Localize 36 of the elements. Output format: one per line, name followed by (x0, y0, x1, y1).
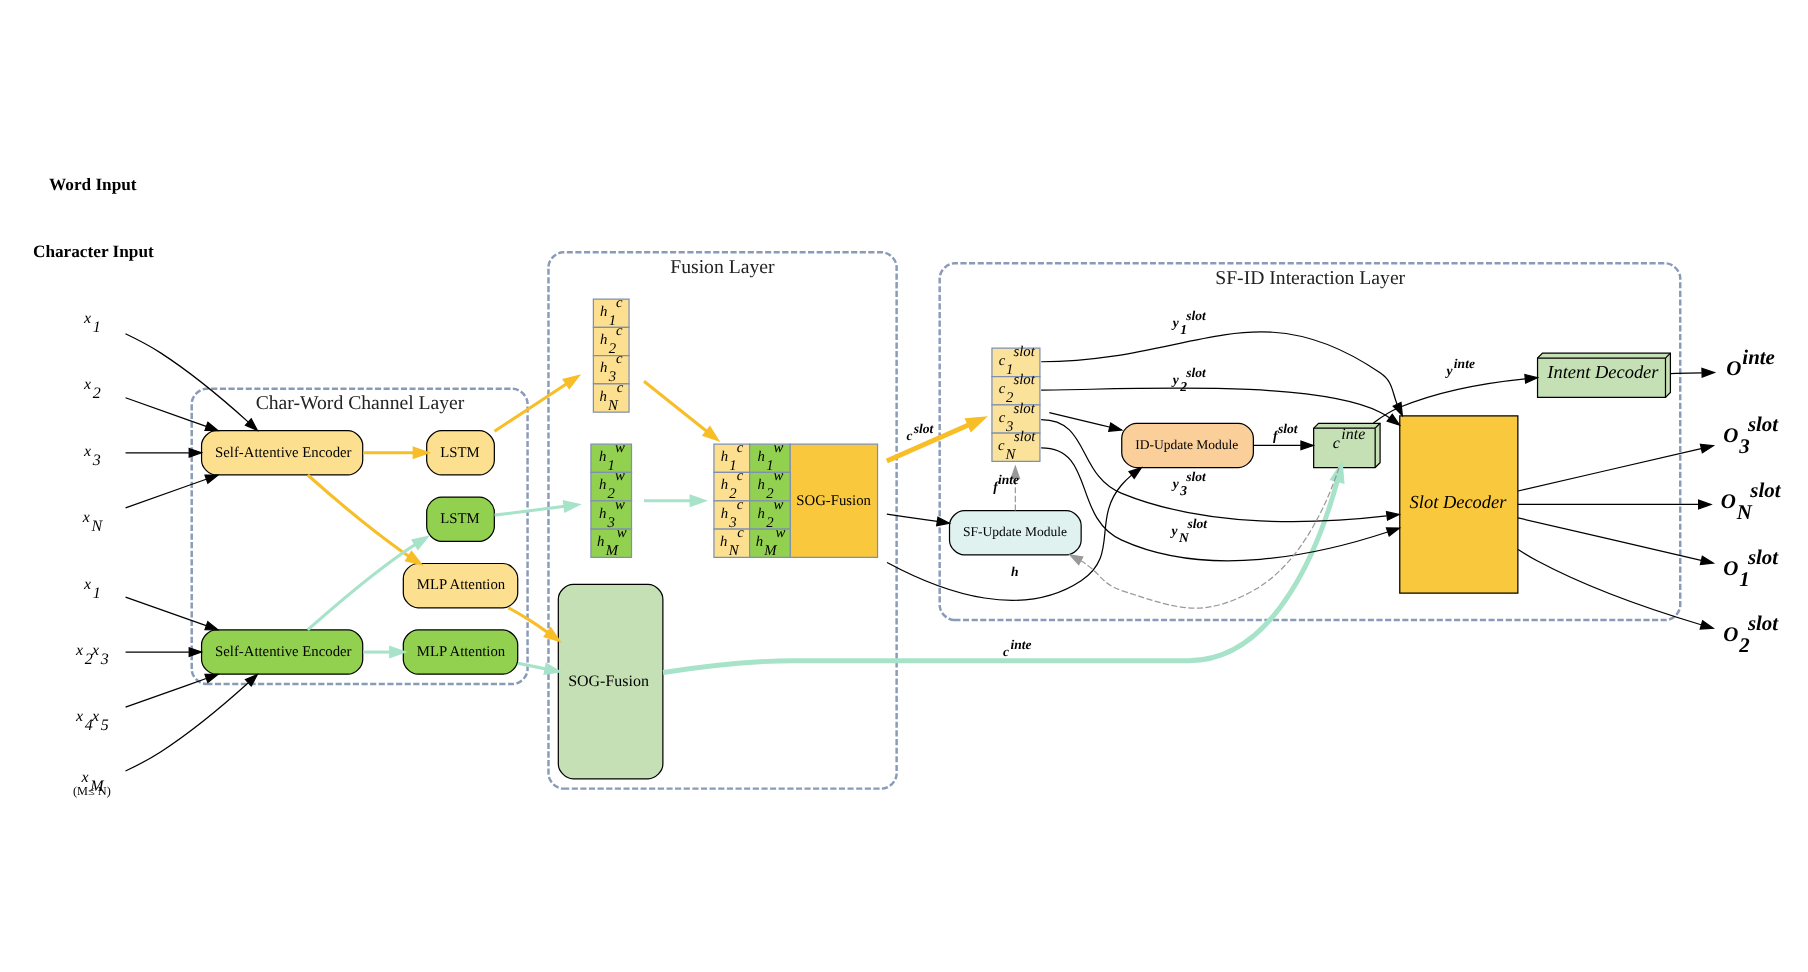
arrow (1040, 331, 1404, 418)
arrow (1040, 447, 1402, 562)
arrow (124, 397, 220, 432)
arrow (643, 494, 709, 508)
arrow (1040, 387, 1402, 427)
arrow (1517, 517, 1716, 566)
arrow (124, 447, 204, 458)
arrow (124, 596, 220, 631)
arrow (1669, 367, 1717, 378)
label: Character Input (33, 240, 154, 261)
arrow (1517, 499, 1713, 510)
arrow (1517, 443, 1716, 492)
arrow (1252, 440, 1316, 451)
arrow (363, 446, 432, 460)
arrow (1372, 373, 1540, 424)
arrow (124, 646, 204, 658)
arrow (1517, 548, 1715, 630)
arrow (494, 500, 582, 517)
arrow (1040, 418, 1402, 523)
arrow (493, 374, 582, 433)
arrow (643, 380, 721, 443)
label: Word Input (49, 174, 137, 195)
arrow (885, 416, 988, 464)
arrow (124, 333, 259, 432)
arrow (507, 606, 562, 643)
arrow (306, 535, 431, 632)
arrow (124, 673, 259, 772)
arrow (363, 645, 408, 659)
arrow (517, 661, 563, 675)
node-box: Slot Decoder (1399, 415, 1519, 594)
arrow (306, 473, 424, 566)
arrow (1048, 412, 1124, 432)
arrow (124, 673, 220, 708)
arrow (886, 513, 952, 527)
arrow (1068, 467, 1340, 609)
arrow (124, 474, 220, 509)
